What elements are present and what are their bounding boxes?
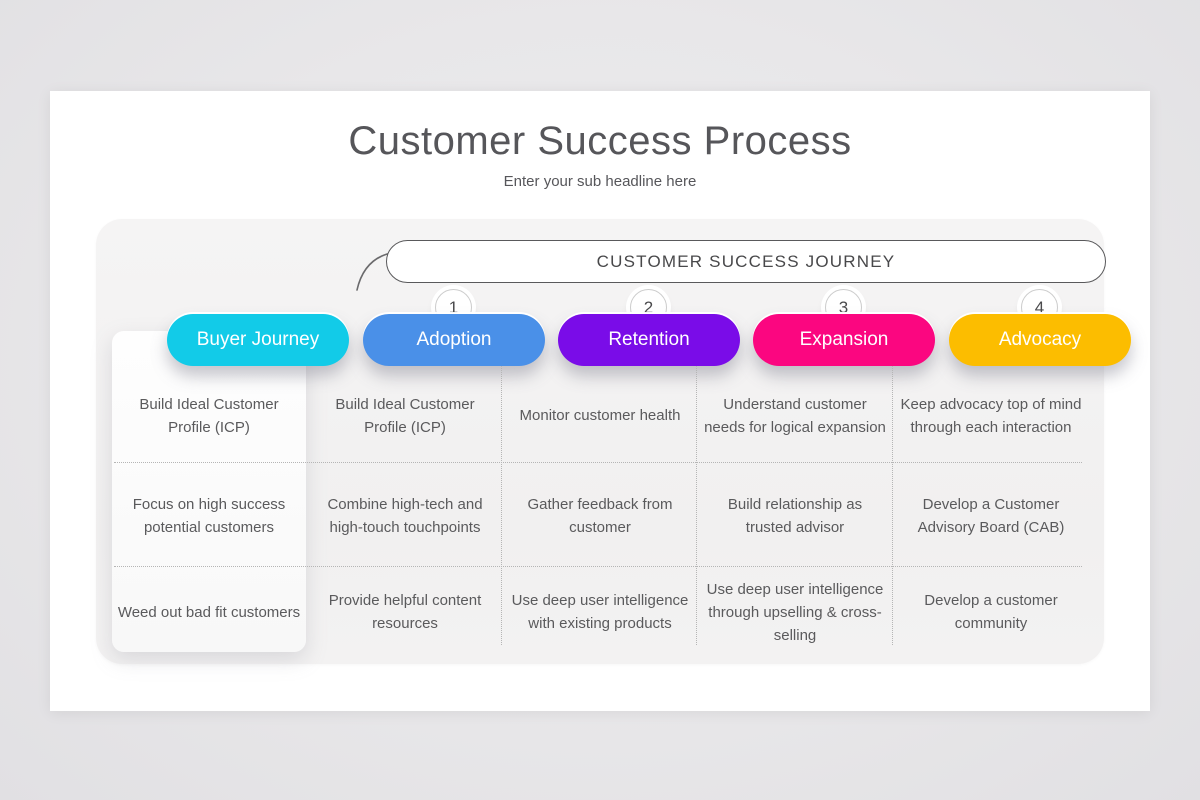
cell-adoption-3: Provide helpful content resources xyxy=(328,592,482,632)
cell-buyer-journey-1: Build Ideal Customer Profile (ICP) xyxy=(139,395,279,436)
stage-pill-retention: Retention xyxy=(558,314,740,366)
cell-expansion-1: Understand customer needs for logical ex… xyxy=(704,395,886,436)
cell-adoption-2: Combine high-tech and high-touch touchpo… xyxy=(327,496,483,536)
row-divider-1 xyxy=(114,462,1082,463)
column-divider-3 xyxy=(892,366,893,645)
row-divider-2 xyxy=(114,566,1082,567)
cell-retention-3: Use deep user intelligence with existing… xyxy=(511,592,689,632)
slide-card: Customer Success Process Enter your sub … xyxy=(50,91,1150,711)
cell-expansion-2: Build relationship as trusted advisor xyxy=(727,496,863,536)
journey-banner-label: CUSTOMER SUCCESS JOURNEY xyxy=(596,251,896,271)
cell-buyer-journey-3: Weed out bad fit customers xyxy=(117,603,301,621)
cell-adoption-1: Build Ideal Customer Profile (ICP) xyxy=(335,395,475,436)
page-title: Customer Success Process xyxy=(348,119,852,163)
cell-expansion-3: Use deep user intelligence through upsel… xyxy=(706,580,884,644)
cell-retention-1: Monitor customer health xyxy=(519,407,681,424)
cell-buyer-journey-2: Focus on high success potential customer… xyxy=(132,496,286,536)
stage-pill-buyer-journey: Buyer Journey xyxy=(167,314,349,366)
cell-retention-2: Gather feedback from customer xyxy=(527,496,673,536)
journey-banner: CUSTOMER SUCCESS JOURNEY xyxy=(386,240,1106,283)
cell-advocacy-2: Develop a Customer Advisory Board (CAB) xyxy=(917,496,1065,536)
stage-pill-expansion: Expansion xyxy=(753,314,935,366)
column-divider-1 xyxy=(501,366,502,645)
buyer-journey-column-panel xyxy=(112,331,306,652)
column-divider-2 xyxy=(696,366,697,645)
process-panel: CUSTOMER SUCCESS JOURNEY 1 2 3 4 Buyer J… xyxy=(96,219,1131,664)
stage-pill-adoption: Adoption xyxy=(363,314,545,366)
cell-advocacy-1: Keep advocacy top of mind through each i… xyxy=(900,395,1082,436)
page-subtitle: Enter your sub headline here xyxy=(503,173,697,190)
stage-pill-advocacy: Advocacy xyxy=(949,314,1131,366)
cell-advocacy-3: Develop a customer community xyxy=(924,592,1058,632)
